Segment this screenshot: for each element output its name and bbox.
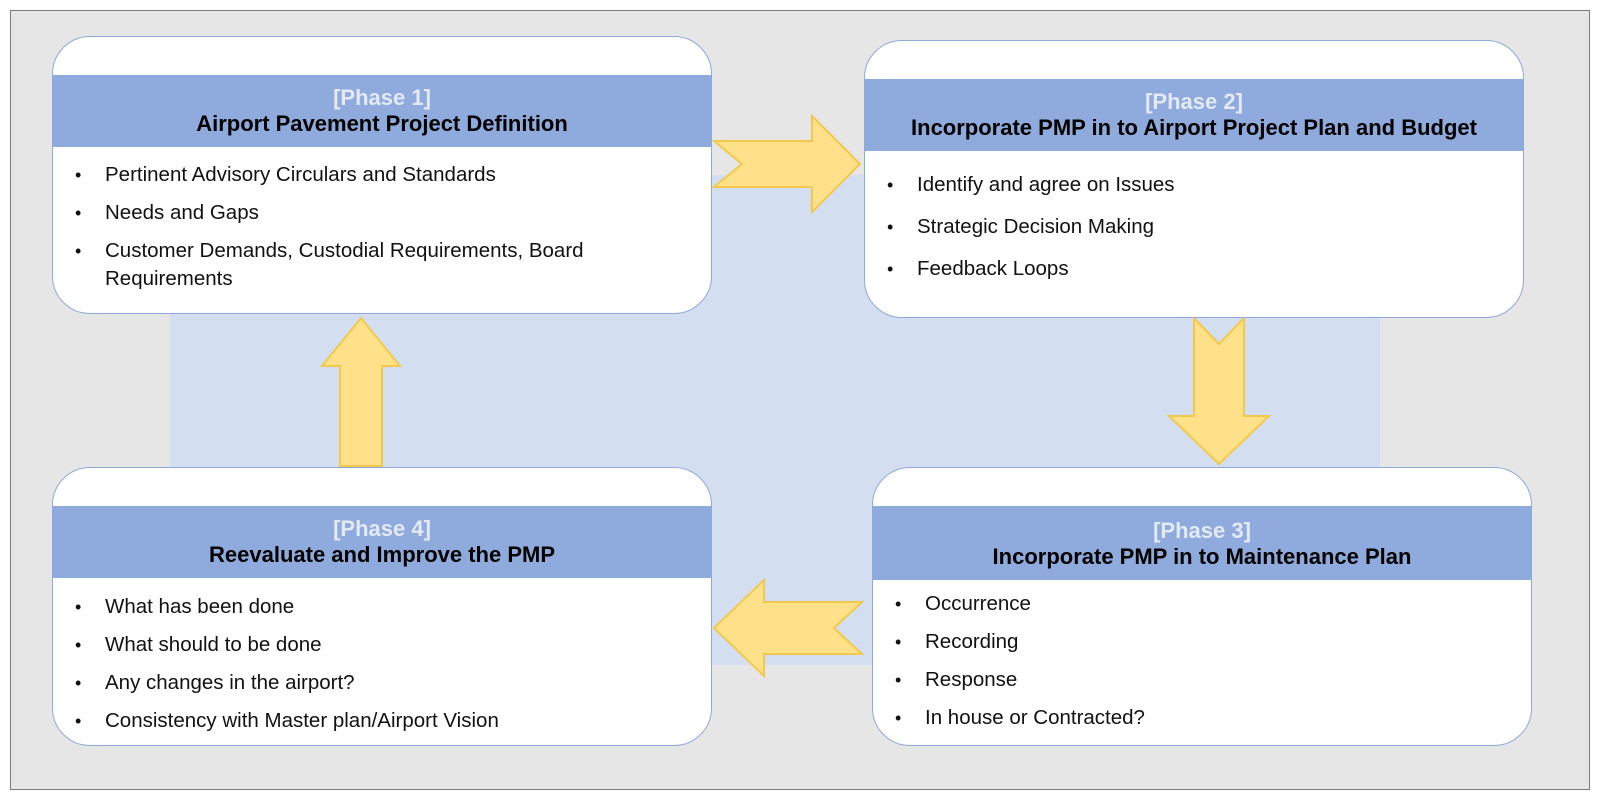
list-item: What has been done <box>53 593 691 621</box>
list-item: Customer Demands, Custodial Requirements… <box>53 237 691 293</box>
phase-4-card: [Phase 4] Reevaluate and Improve the PMP… <box>52 467 712 746</box>
phase-2-card: [Phase 2] Incorporate PMP in to Airport … <box>864 40 1524 318</box>
phase-4-title: Reevaluate and Improve the PMP <box>209 542 555 567</box>
list-item: What should to be done <box>53 631 691 659</box>
list-item: Consistency with Master plan/Airport Vis… <box>53 707 691 735</box>
list-item: Identify and agree on Issues <box>865 171 1503 199</box>
phase-1-card: [Phase 1] Airport Pavement Project Defin… <box>52 36 712 314</box>
list-item: Response <box>873 666 1511 694</box>
phase-3-title: Incorporate PMP in to Maintenance Plan <box>992 544 1412 569</box>
phase-3-card: [Phase 3] Incorporate PMP in to Maintena… <box>872 467 1532 746</box>
arrow-phase4-to-phase1 <box>320 316 402 467</box>
phase-2-label: [Phase 2] <box>1145 89 1243 114</box>
list-item: Occurrence <box>873 590 1511 618</box>
phase-3-list: Occurrence Recording Response In house o… <box>873 590 1511 742</box>
phase-1-label: [Phase 1] <box>333 85 431 110</box>
list-item: Feedback Loops <box>865 255 1503 283</box>
phase-4-list: What has been done What should to be don… <box>53 593 691 745</box>
phase-2-list: Identify and agree on Issues Strategic D… <box>865 171 1503 297</box>
phase-1-list: Pertinent Advisory Circulars and Standar… <box>53 161 691 303</box>
arrow-phase1-to-phase2 <box>712 114 862 214</box>
phase-1-title: Airport Pavement Project Definition <box>196 111 568 136</box>
list-item: Any changes in the airport? <box>53 669 691 697</box>
phase-4-header: [Phase 4] Reevaluate and Improve the PMP <box>53 506 711 578</box>
phase-3-label: [Phase 3] <box>1153 518 1251 543</box>
list-item: Pertinent Advisory Circulars and Standar… <box>53 161 691 189</box>
list-item: Strategic Decision Making <box>865 213 1503 241</box>
phase-3-header: [Phase 3] Incorporate PMP in to Maintena… <box>873 506 1531 580</box>
phase-1-header: [Phase 1] Airport Pavement Project Defin… <box>53 75 711 147</box>
list-item: Needs and Gaps <box>53 199 691 227</box>
phase-4-label: [Phase 4] <box>333 516 431 541</box>
arrow-phase2-to-phase3 <box>1166 316 1272 466</box>
list-item: In house or Contracted? <box>873 704 1511 732</box>
phase-2-title: Incorporate PMP in to Airport Project Pl… <box>911 115 1477 140</box>
arrow-phase3-to-phase4 <box>712 578 864 678</box>
list-item: Recording <box>873 628 1511 656</box>
phase-2-header: [Phase 2] Incorporate PMP in to Airport … <box>865 79 1523 151</box>
